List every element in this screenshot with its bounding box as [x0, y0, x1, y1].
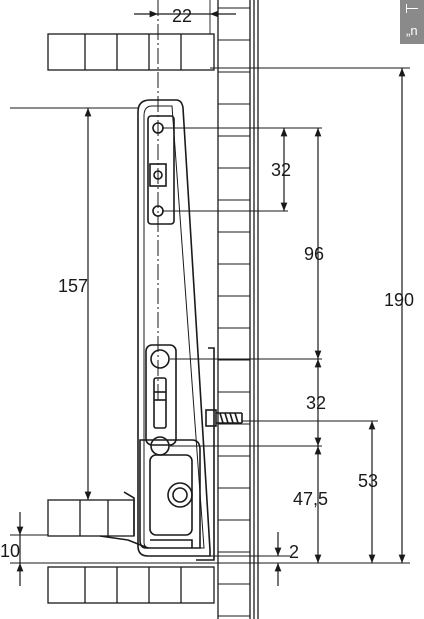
lower-drawer-front [47, 566, 215, 604]
dim-total-height: 190 [384, 290, 414, 310]
dim-hole-to-screw: 96 [304, 244, 324, 264]
dim-screw-height: 53 [358, 471, 378, 491]
badge-label: „n [406, 23, 418, 38]
dim-lower-pitch: 32 [306, 393, 326, 413]
drawer-side-profile [99, 99, 243, 561]
dim-hole-pitch: 32 [271, 160, 291, 180]
dim-side-height: 157 [58, 276, 88, 296]
cabinet-side-panel [217, 0, 259, 619]
dim-floor-thickness: 10 [0, 541, 20, 561]
drawer-bottom-panel [47, 499, 135, 537]
dim-bottom-offset: 47,5 [293, 489, 328, 509]
extension-lines [10, 0, 410, 564]
corner-badge: „n [400, 0, 424, 44]
dim-top-width: 22 [172, 6, 192, 26]
dim-bottom-gap: 2 [289, 542, 299, 562]
upper-drawer-front [47, 33, 215, 71]
dimension-lines [16, 10, 406, 586]
